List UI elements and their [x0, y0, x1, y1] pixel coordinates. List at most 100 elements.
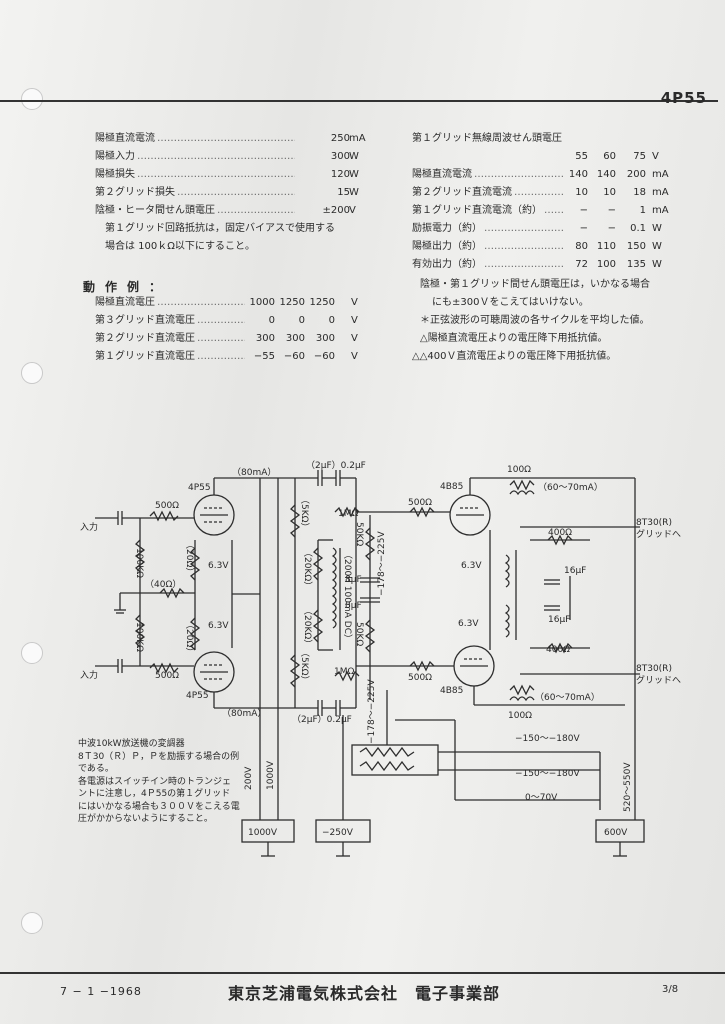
- cathode-resistor-40: （40Ω）: [145, 579, 181, 590]
- resistor-50k-upper: 50KΩ: [354, 522, 364, 546]
- anode-resistor-upper: 100Ω: [507, 465, 531, 475]
- circuit-note-7: 圧がかからないようにすること。: [78, 814, 213, 824]
- circuit-note-5: ントに注意し，4Ｐ55の第１グリッド: [78, 789, 231, 799]
- resistor-50k-lower: 50KΩ: [354, 622, 364, 646]
- spec-label: 第１グリッド直流電圧: [95, 351, 195, 362]
- spec-row: 第２グリッド損失…………………………………………………………15W: [95, 184, 365, 202]
- right-notes: 陰極・第１グリッド間せん頭電圧は，いかなる場合 にも±300Ｖをこえてはいけない…: [412, 276, 650, 366]
- cap-16uf-upper: 16μF: [564, 566, 586, 576]
- spec-value: 150: [626, 241, 646, 252]
- circuit-note-4: 各電源はスイッチイン時のトランジェ: [78, 776, 232, 787]
- spec-value: 200: [626, 169, 646, 180]
- spec-value: 140: [596, 169, 616, 180]
- tube-model-title: 4P55: [660, 89, 707, 107]
- driver-voltage-520-550: 520〜550V: [623, 762, 633, 812]
- spec-value: 15: [337, 187, 350, 198]
- circuit-note-6: にはいかなる場合も３００Ｖをこえる電: [78, 801, 240, 812]
- spec-label: 陽極直流電流: [95, 133, 155, 144]
- spec-row: 励振電力（約）…………………………………………………………−−0.1W: [412, 220, 684, 238]
- spec-row: 陰極・ヒータ間せん頭電圧…………………………………………………………±200V: [95, 202, 365, 220]
- power-supply-minus250v: −250V: [322, 828, 354, 838]
- spec-unit: V: [349, 205, 356, 216]
- current-6070-upper: （60〜70mA）: [538, 482, 603, 493]
- leader-dots: …………………………………………………………: [177, 187, 295, 198]
- spec-value: −55: [253, 351, 275, 362]
- grid-resistor-lower: 500Ω: [155, 671, 179, 681]
- spec-unit: mA: [652, 187, 669, 198]
- spec-value: 1250: [279, 297, 305, 308]
- right-note-3: ＊正弦波形の可聴周波の各サイクルを平均した値。: [420, 315, 650, 326]
- driver-grid-resistor-upper: 500Ω: [408, 498, 432, 508]
- leader-dots: …………………………………………………………: [157, 133, 295, 144]
- spec-value: 120: [330, 169, 350, 180]
- ratings-note-2: 場合は 100ｋΩ以下にすること。: [105, 241, 256, 252]
- leader-dots: …………………………………………………………: [197, 351, 245, 362]
- footer-page: 3/8: [662, 984, 679, 995]
- cap-8uf-upper: 8μF: [345, 575, 362, 585]
- anode-voltage-1000v: 1000V: [266, 760, 276, 790]
- tube-4b85-lower-label: 4B85: [440, 686, 463, 696]
- spec-label: 第３グリッド直流電圧: [95, 315, 195, 326]
- spec-label: 第１グリッド直流電流（約）: [412, 205, 542, 216]
- spec-value: 75: [633, 151, 646, 162]
- spec-label: 有効出力（約）: [412, 259, 482, 270]
- spec-value: 10: [575, 187, 588, 198]
- punch-hole: [21, 362, 43, 384]
- bias-voltage-upper: −178〜−225V: [377, 531, 387, 596]
- spec-unit: W: [349, 151, 359, 162]
- header-rule: [0, 100, 718, 102]
- spec-unit: mA: [349, 133, 366, 144]
- output-upper-grid: グリッドへ: [636, 528, 681, 540]
- spec-value: 135: [626, 259, 646, 270]
- spec-value: −: [579, 205, 588, 216]
- spec-label: 第２グリッド直流電流: [412, 187, 512, 198]
- spec-label: 陽極直流電圧: [95, 297, 155, 308]
- punch-hole: [21, 642, 43, 664]
- leader-dots: …………………………………………………………: [484, 259, 564, 270]
- spec-value: −: [607, 223, 616, 234]
- tube-4p55-upper-label: 4P55: [188, 483, 211, 493]
- spec-unit: W: [349, 169, 359, 180]
- spec-label: 陽極入力: [95, 151, 135, 162]
- spec-value: 300: [330, 151, 350, 162]
- spec-value: 0.1: [630, 223, 646, 234]
- right-note-1: 陰極・第１グリッド間せん頭電圧は，いかなる場合: [420, 279, 650, 290]
- spec-label: 励振電力（約）: [412, 223, 482, 234]
- right-spec-list: 第１グリッド無線周波せん頭電圧 556075V陽極直流電流………………………………: [412, 130, 684, 274]
- cathode-resistor-20-upper: （20Ω）: [184, 540, 195, 576]
- bias-supply-1: −150〜−180V: [515, 734, 580, 744]
- grid-leak-upper: 1MΩ: [338, 509, 358, 519]
- spec-unit: V: [351, 315, 358, 326]
- current-80ma-upper: （80mA）: [232, 467, 276, 478]
- leader-dots: …………………………………………………………: [137, 169, 295, 180]
- leader-dots: …………………………………………………………: [514, 187, 564, 198]
- spec-value: 140: [568, 169, 588, 180]
- current-80ma-lower: （80mA）: [222, 708, 266, 719]
- heater-upper-left: 6.3V: [208, 561, 229, 571]
- power-supply-600v: 600V: [604, 828, 628, 838]
- spec-label: 陽極損失: [95, 169, 135, 180]
- spec-value: ±200: [322, 205, 350, 216]
- spec-row: 陽極直流電圧…………………………………………………………100012501250…: [95, 294, 365, 312]
- right-note-4: △陽極直流電圧よりの電圧降下用抵抗値。: [420, 333, 608, 344]
- output-lower-grid: グリッドへ: [636, 674, 681, 686]
- leader-dots: …………………………………………………………: [197, 333, 245, 344]
- tube-4p55-lower-label: 4P55: [186, 691, 209, 701]
- spec-value: −: [607, 205, 616, 216]
- circuit-note-1: 中波10kW放送機の変調器: [78, 739, 185, 749]
- spec-value: 100: [596, 259, 616, 270]
- spec-label: 陽極直流電流: [412, 169, 472, 180]
- spec-label: 陽極出力（約）: [412, 241, 482, 252]
- spec-value: 72: [575, 259, 588, 270]
- right-note-2: にも±300Ｖをこえてはいけない。: [432, 297, 589, 308]
- spec-value: 1000: [249, 297, 275, 308]
- punch-hole: [21, 912, 43, 934]
- punch-hole: [21, 88, 43, 110]
- spec-value: 300: [315, 333, 335, 344]
- spec-value: 300: [255, 333, 275, 344]
